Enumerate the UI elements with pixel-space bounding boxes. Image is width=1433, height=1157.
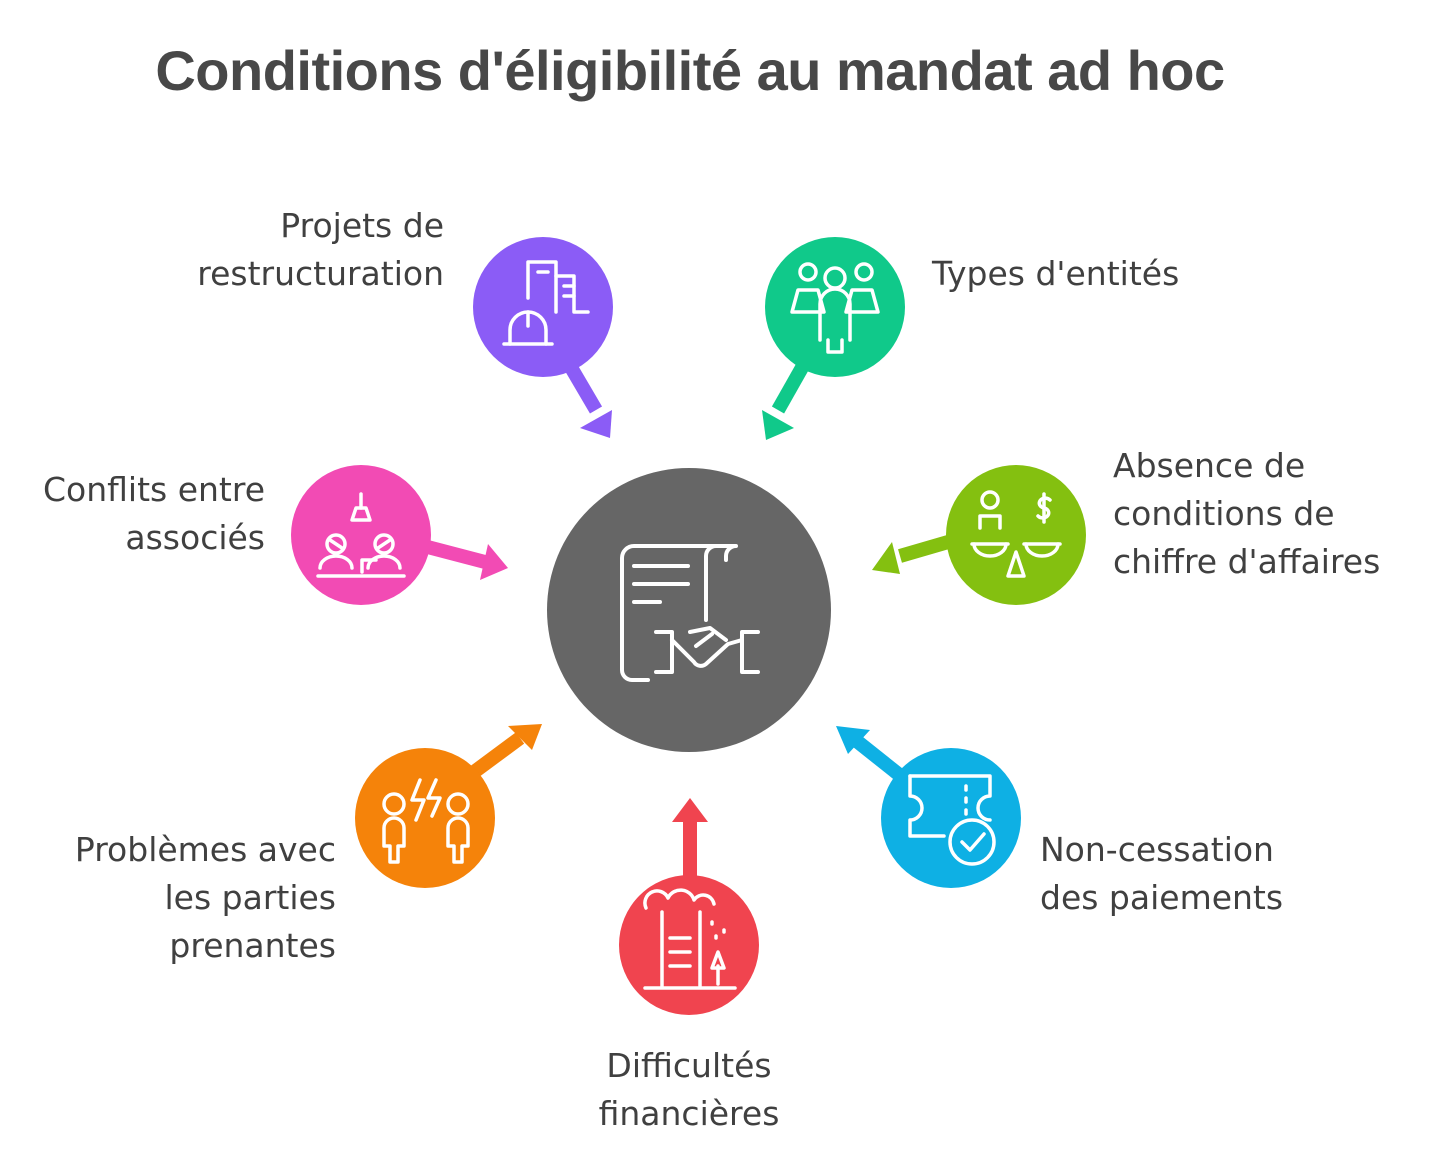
arrow-entities — [762, 353, 815, 440]
label-restructuring: Projets de restructuration — [197, 206, 444, 293]
ticket-check-icon — [908, 774, 996, 866]
buildings-hardhat-icon — [502, 260, 590, 346]
people-conflict-icon — [382, 778, 470, 864]
label-turnover: Absence de conditions de chiffre d'affai… — [1113, 446, 1381, 581]
arrow-stakeholders — [465, 724, 542, 781]
building-storm-icon — [643, 888, 737, 990]
contract-handshake-icon — [620, 544, 760, 682]
person-scale-dollar-icon — [970, 490, 1062, 578]
node-partners — [291, 465, 431, 605]
node-restructuring — [473, 237, 613, 377]
node-payments — [881, 748, 1021, 888]
node-stakeholders — [355, 748, 495, 888]
arrow-financial — [672, 798, 708, 880]
node-financial — [619, 875, 759, 1015]
node-turnover — [946, 465, 1086, 605]
label-payments: Non-cessation des paiements — [1040, 830, 1284, 917]
label-financial: Difficultés financières — [598, 1046, 780, 1133]
page-title: Conditions d'éligibilité au mandat ad ho… — [155, 39, 1225, 102]
arrow-turnover — [872, 533, 957, 574]
label-stakeholders: Problèmes avec les parties prenantes — [74, 830, 336, 965]
meeting-desk-icon — [316, 492, 406, 578]
label-entities: Types d'entités — [932, 254, 1180, 293]
node-entities — [765, 237, 905, 377]
arrow-partners — [418, 538, 508, 580]
center-circle — [547, 468, 831, 752]
label-partners: Conflits entre associés — [42, 470, 265, 557]
people-group-icon — [790, 262, 880, 354]
